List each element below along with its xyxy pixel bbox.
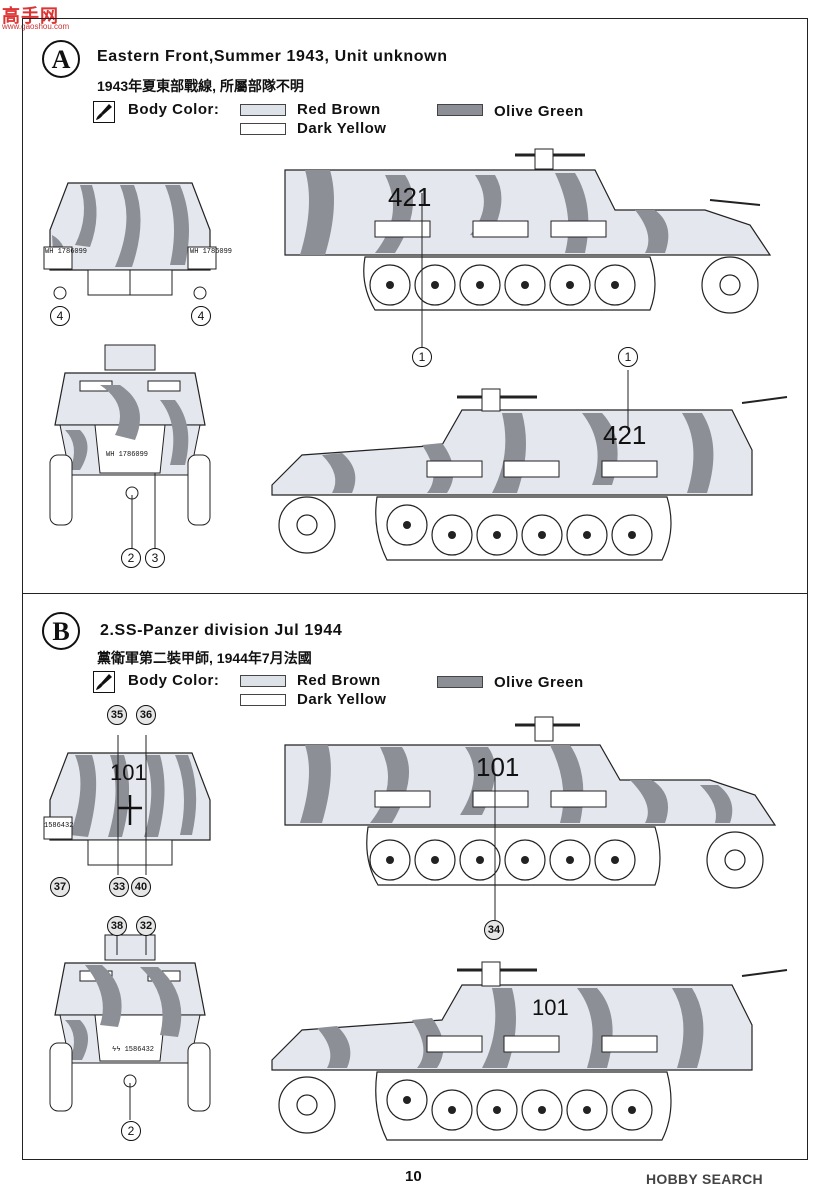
section-a-badge: A [42,40,80,78]
section-divider [22,593,808,594]
callout-37: 37 [50,877,70,897]
callout-2-b: 2 [121,1121,141,1141]
callout-4-left: 4 [50,306,70,326]
callout-38: 38 [107,916,127,936]
paintbrush-icon [93,671,115,693]
watermark-text: HOBBY SEARCH [646,1171,763,1187]
section-b-badge: B [42,612,80,650]
plate-left: WH 1786099 [45,248,88,256]
callout-35: 35 [107,705,127,725]
section-b-front-view [49,930,211,1120]
callout-40: 40 [131,877,151,897]
callout-32: 32 [136,916,156,936]
dark-yellow-swatch [240,123,286,135]
callout-1-side: 1 [412,347,432,367]
section-b-rear-view [43,735,211,875]
red-brown-label-b: Red Brown [297,672,381,689]
callout-33: 33 [109,877,129,897]
callout-34: 34 [484,920,504,940]
plate-right: WH 1786099 [190,248,233,256]
callout-36: 36 [136,705,156,725]
section-a-rear-view [43,182,217,300]
section-a-subtitle: 1943年夏東部戰線, 所屬部隊不明 [97,78,304,94]
body-color-label-b: Body Color: [128,672,220,689]
dark-yellow-label-b: Dark Yellow [297,691,387,708]
section-a-left-view [271,370,788,561]
plate-b-front: ϟϟ 1586432 [112,1046,155,1054]
page-number: 10 [405,1168,422,1185]
section-a-title: Eastern Front,Summer 1943, Unit unknown [97,48,448,65]
section-a-side-view [284,148,772,350]
vehicle-number-a-side: 421 [388,182,432,212]
page-frame [22,18,808,1160]
dark-yellow-swatch-b [240,694,286,706]
callout-1-left: 1 [618,347,638,367]
callout-4-right: 4 [191,306,211,326]
logo-text: 高手网 [2,6,59,26]
section-b-side-view [284,716,777,930]
plate-b-rear: 1586432 [44,822,74,830]
logo-url: www.gaoshou.com [2,22,70,31]
section-b-left-view [271,961,788,1141]
vehicle-number-a-left: 421 [603,420,647,450]
hobby-search-watermark: HOBBY SEARCH [646,1171,763,1187]
olive-green-label-b: Olive Green [494,674,584,691]
paintbrush-icon [93,101,115,123]
section-a-front-view [49,344,211,555]
section-b-subtitle: 黨衛軍第二裝甲師, 1944年7月法國 [97,650,312,666]
vehicle-number-b-rear: 101 [110,760,147,785]
red-brown-swatch-b [240,675,286,687]
olive-green-swatch-b [437,676,483,688]
plate-front-a: WH 1786099 [106,451,149,459]
body-color-label: Body Color: [128,101,220,118]
olive-green-swatch [437,104,483,116]
site-logo: 高手网 www.gaoshou.com [2,2,69,31]
callout-2-a: 2 [121,548,141,568]
olive-green-label: Olive Green [494,103,584,120]
vehicle-number-b-side: 101 [476,752,520,782]
callout-3-a: 3 [145,548,165,568]
vehicle-number-b-left: 101 [532,995,569,1020]
section-b-title: 2.SS-Panzer division Jul 1944 [100,622,343,639]
dark-yellow-label: Dark Yellow [297,120,387,137]
red-brown-label: Red Brown [297,101,381,118]
red-brown-swatch [240,104,286,116]
